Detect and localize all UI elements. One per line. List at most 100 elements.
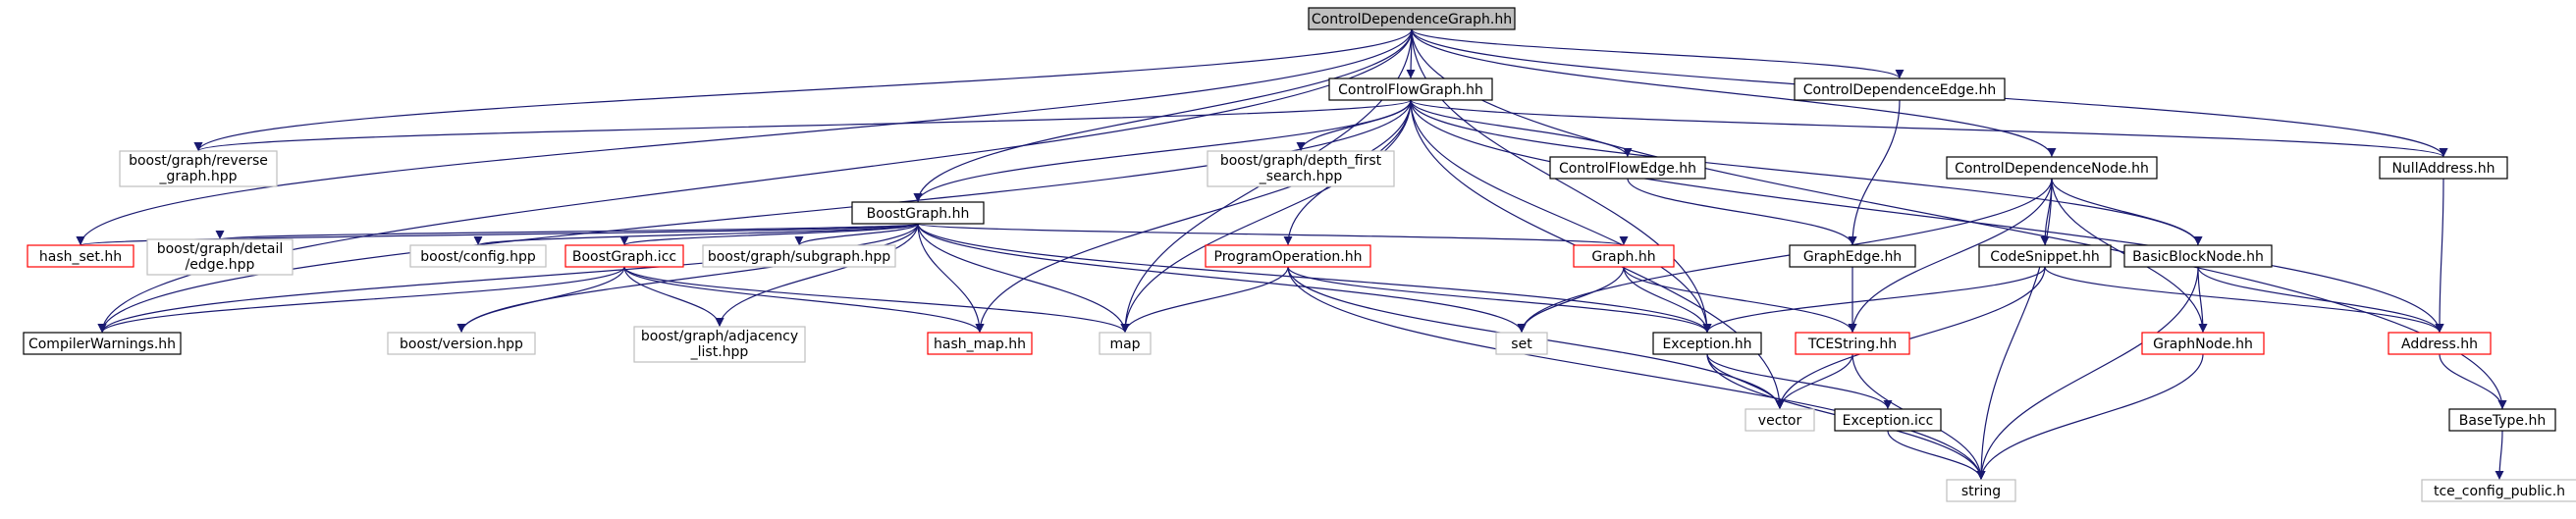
edge-cfg-to-hashmap: [975, 99, 1412, 334]
edge-codesnip-to-vector: [1775, 266, 2046, 410]
edge-codesnip-to-addr: [2044, 266, 2444, 334]
node-gnode[interactable]: GraphNode.hh: [2141, 332, 2265, 355]
node-box-hashset: [27, 244, 134, 268]
node-cdg[interactable]: ControlDependenceGraph.hh: [1308, 7, 1516, 30]
node-box-cw: [23, 332, 182, 355]
edge-cfg-to-bgrev: [193, 99, 1412, 152]
node-bbn[interactable]: BasicBlockNode.hh: [2123, 244, 2273, 268]
node-label-badj: boost/graph/adjacency_list.hpp: [641, 329, 798, 360]
node-box-bgedge: [146, 238, 294, 276]
node-label-graph: Graph.hh: [1591, 249, 1655, 265]
node-label-cdg: ControlDependenceGraph.hh: [1312, 12, 1512, 27]
node-vector[interactable]: vector: [1744, 408, 1815, 432]
edge-cdg-to-bgrev: [193, 28, 1413, 152]
node-box-gnode: [2141, 332, 2265, 355]
node-codesnip[interactable]: CodeSnippet.hh: [1978, 244, 2112, 268]
node-cw[interactable]: CompilerWarnings.hh: [23, 332, 182, 355]
edge-cdg-to-cdn: [1411, 28, 2057, 158]
node-box-cfg: [1328, 78, 1493, 101]
node-label-vector: vector: [1758, 413, 1802, 429]
node-cde[interactable]: ControlDependenceEdge.hh: [1794, 78, 2006, 101]
edge-cfg-to-bg: [913, 99, 1412, 203]
node-label-hashset: hash_set.hh: [39, 249, 122, 265]
node-bgrev[interactable]: boost/graph/reverse_graph.hpp: [119, 150, 278, 187]
edge-bbn-to-addr: [2197, 266, 2444, 334]
edge-exc-to-excicc: [1706, 353, 1893, 410]
edge-graph-to-set: [1517, 266, 1625, 334]
edge-bg-to-graph: [917, 223, 1628, 246]
edge-cdn-to-tces: [1848, 178, 2053, 334]
node-label-bg: BoostGraph.hh: [867, 206, 970, 222]
node-bsub[interactable]: boost/graph/subgraph.hpp: [702, 244, 896, 268]
node-label-cfg: ControlFlowGraph.hh: [1338, 82, 1483, 98]
node-box-addr: [2388, 332, 2492, 355]
node-box-bgrev: [119, 150, 278, 187]
node-box-exc: [1652, 332, 1762, 355]
node-hashmap[interactable]: hash_map.hh: [927, 332, 1033, 355]
edge-exc-to-vector: [1706, 353, 1785, 410]
node-dfs[interactable]: boost/graph/depth_first_search.hpp: [1207, 150, 1395, 187]
node-label-excicc: Exception.icc: [1843, 413, 1934, 429]
node-bgicc[interactable]: BoostGraph.icc: [564, 244, 684, 268]
node-label-gnode: GraphNode.hh: [2153, 337, 2253, 352]
node-nulladdr[interactable]: NullAddress.hh: [2379, 156, 2508, 180]
edge-cdn-to-bbn: [2051, 178, 2203, 246]
edge-bgicc-to-hashmap: [623, 266, 985, 334]
node-gedge[interactable]: GraphEdge.hh: [1789, 244, 1916, 268]
edge-codesnip-to-exc: [1702, 266, 2046, 334]
node-box-excicc: [1834, 408, 1942, 432]
edge-cfe-to-gedge: [1627, 178, 1857, 246]
node-box-tces: [1795, 332, 1910, 355]
node-bg[interactable]: BoostGraph.hh: [851, 201, 985, 225]
edge-bg-to-bconfig: [473, 223, 919, 246]
edge-excicc-to-string: [1887, 430, 1986, 481]
node-label-bgicc: BoostGraph.icc: [572, 249, 676, 265]
node-cfe[interactable]: ControlFlowEdge.hh: [1549, 156, 1706, 180]
node-bgedge[interactable]: boost/graph/detail/edge.hpp: [146, 238, 294, 276]
node-map[interactable]: map: [1099, 332, 1152, 355]
node-box-gedge: [1789, 244, 1916, 268]
node-bver[interactable]: boost/version.hpp: [387, 332, 536, 355]
node-string[interactable]: string: [1946, 479, 2016, 502]
node-bconfig[interactable]: boost/config.hpp: [409, 244, 547, 268]
node-label-nulladdr: NullAddress.hh: [2391, 161, 2495, 177]
edge-bg-to-bsub: [794, 223, 919, 246]
node-hashset[interactable]: hash_set.hh: [27, 244, 134, 268]
node-cdn[interactable]: ControlDependenceNode.hh: [1946, 156, 2158, 180]
node-badj[interactable]: boost/graph/adjacency_list.hpp: [633, 326, 806, 363]
edge-graph-to-exc: [1623, 266, 1712, 334]
edge-cfg-to-nulladdr: [1410, 99, 2448, 158]
edge-cfg-to-cw: [97, 99, 1412, 334]
node-excicc[interactable]: Exception.icc: [1834, 408, 1942, 432]
node-box-codesnip: [1978, 244, 2112, 268]
node-tcecfg[interactable]: tce_config_public.h: [2421, 479, 2576, 502]
node-graph[interactable]: Graph.hh: [1573, 244, 1675, 268]
node-box-bsub: [702, 244, 896, 268]
node-box-set: [1495, 332, 1548, 355]
node-box-bgicc: [564, 244, 684, 268]
edge-cfg-to-exc: [1410, 99, 1712, 334]
node-label-bsub: boost/graph/subgraph.hpp: [708, 249, 890, 265]
node-box-bg: [851, 201, 985, 225]
edge-bg-to-bgedge: [216, 223, 919, 240]
node-box-map: [1099, 332, 1152, 355]
node-label-cde: ControlDependenceEdge.hh: [1803, 82, 1997, 98]
node-basetype[interactable]: BaseType.hh: [2448, 408, 2556, 432]
edge-bg-to-map: [917, 223, 1130, 334]
node-label-tces: TCEString.hh: [1807, 337, 1897, 352]
node-addr[interactable]: Address.hh: [2388, 332, 2492, 355]
edge-bg-to-cw: [97, 223, 919, 334]
node-label-cw: CompilerWarnings.hh: [28, 337, 176, 352]
node-box-basetype: [2448, 408, 2556, 432]
edge-bg-to-hashmap: [917, 223, 985, 334]
node-set[interactable]: set: [1495, 332, 1548, 355]
node-box-cdg: [1308, 7, 1516, 30]
node-progop[interactable]: ProgramOperation.hh: [1205, 244, 1371, 268]
node-label-bgrev: boost/graph/reverse_graph.hpp: [129, 153, 268, 184]
node-tces[interactable]: TCEString.hh: [1795, 332, 1910, 355]
node-box-cfe: [1549, 156, 1706, 180]
node-cfg[interactable]: ControlFlowGraph.hh: [1328, 78, 1493, 101]
node-label-bconfig: boost/config.hpp: [420, 249, 536, 265]
node-exc[interactable]: Exception.hh: [1652, 332, 1762, 355]
